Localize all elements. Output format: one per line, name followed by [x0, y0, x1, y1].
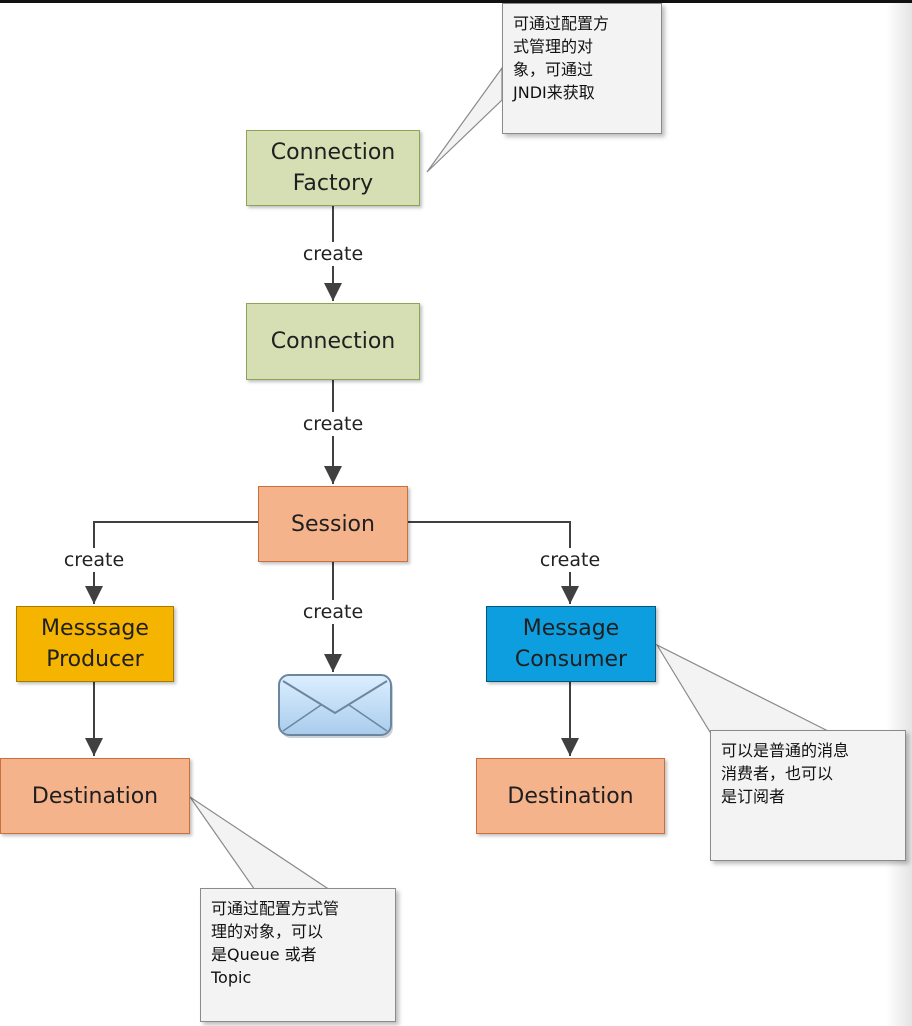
- top-border: [0, 0, 912, 3]
- callout-pointer-destination: [189, 796, 332, 891]
- envelope-icon: [278, 674, 393, 738]
- destination-node-left: Destination: [0, 758, 190, 834]
- message-consumer-node: Message Consumer: [486, 606, 656, 682]
- edge-label-create: create: [537, 548, 603, 572]
- edge-label-create: create: [61, 548, 127, 572]
- destination-node-right: Destination: [476, 758, 665, 834]
- edge-label-create: create: [300, 600, 366, 624]
- edge-label-create: create: [300, 412, 366, 436]
- callout-consumer-note: 可以是普通的消息 消费者，也可以 是订阅者: [710, 730, 906, 861]
- callout-factory-note: 可通过配置方 式管理的对 象，可通过 JNDI来获取: [502, 3, 662, 134]
- arrow-session-to-consumer: [408, 521, 579, 604]
- edge-label-create: create: [300, 242, 366, 266]
- session-node: Session: [258, 486, 408, 562]
- callout-pointer-factory: [426, 66, 503, 173]
- connection-factory-node: Connection Factory: [246, 130, 420, 206]
- message-producer-node: Messsage Producer: [16, 606, 174, 682]
- callout-destination-note: 可通过配置方式管 理的对象，可以 是Queue 或者 Topic: [200, 888, 396, 1022]
- arrow-session-to-producer: [85, 521, 258, 604]
- callout-pointer-consumer: [655, 643, 831, 733]
- connection-node: Connection: [246, 303, 420, 380]
